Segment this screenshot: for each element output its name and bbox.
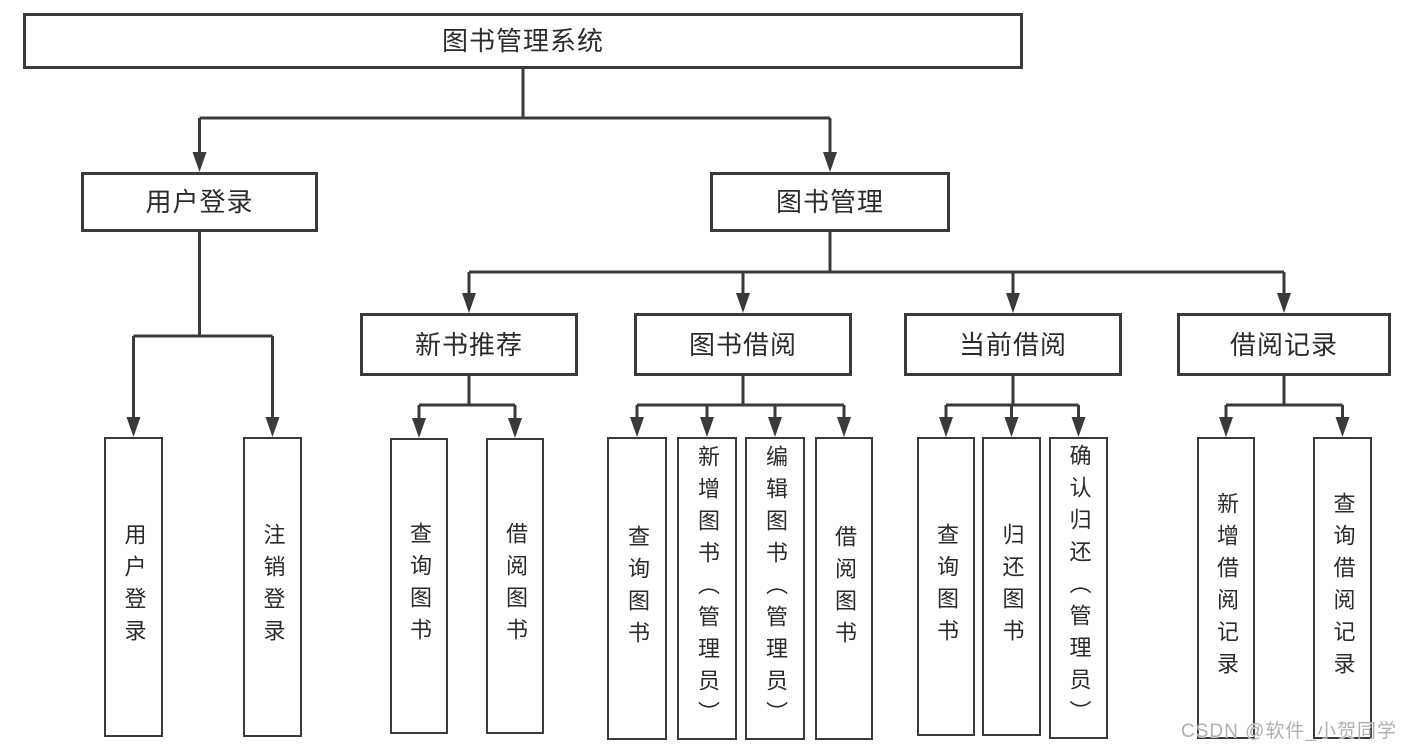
leaf-user-login: 用户登录 bbox=[104, 437, 163, 737]
leaf-edit-books-admin-label: 编辑图书（管理员） bbox=[763, 444, 788, 733]
leaf-logout: 注销登录 bbox=[243, 437, 302, 737]
arrowheads bbox=[126, 152, 1350, 438]
leaf-add-borrow-record: 新增借阅记录 bbox=[1197, 437, 1255, 739]
leaf-query-books-newrec: 查询图书 bbox=[390, 438, 448, 734]
leaf-return-books-label: 归还图书 bbox=[999, 522, 1025, 651]
leaf-borrow-books-borrow-label: 借阅图书 bbox=[832, 524, 857, 653]
leaf-query-borrow-record: 查询借阅记录 bbox=[1313, 437, 1372, 739]
leaf-add-books-admin: 新增图书（管理员） bbox=[677, 437, 737, 740]
leaf-query-books-current: 查询图书 bbox=[917, 437, 975, 736]
leaf-return-books: 归还图书 bbox=[982, 437, 1041, 736]
node-new-book-rec: 新书推荐 bbox=[360, 313, 578, 376]
leaf-confirm-return-admin: 确认归还（管理员） bbox=[1049, 437, 1108, 739]
node-user-login: 用户登录 bbox=[81, 172, 318, 232]
leaf-edit-books-admin: 编辑图书（管理员） bbox=[745, 437, 805, 740]
leaf-logout-label: 注销登录 bbox=[260, 523, 286, 651]
leaf-user-login-label: 用户登录 bbox=[121, 523, 147, 651]
node-root: 图书管理系统 bbox=[23, 13, 1023, 69]
leaf-query-books-borrow-label: 查询图书 bbox=[625, 524, 650, 653]
leaf-add-borrow-record-label: 新增借阅记录 bbox=[1214, 492, 1239, 684]
leaf-borrow-books-newrec-label: 借阅图书 bbox=[503, 522, 528, 650]
node-current-borrow: 当前借阅 bbox=[904, 313, 1122, 376]
node-book-mgmt: 图书管理 bbox=[710, 172, 950, 232]
leaf-query-books-newrec-label: 查询图书 bbox=[407, 522, 432, 650]
connector-paths bbox=[132, 69, 1344, 423]
leaf-confirm-return-admin-label: 确认归还（管理员） bbox=[1066, 444, 1092, 732]
leaf-query-borrow-record-label: 查询借阅记录 bbox=[1330, 492, 1356, 684]
watermark: CSDN @软件_小贺同学 bbox=[1181, 721, 1397, 742]
node-book-borrow: 图书借阅 bbox=[634, 313, 852, 376]
leaf-query-books-borrow: 查询图书 bbox=[607, 437, 667, 740]
node-borrow-records: 借阅记录 bbox=[1177, 313, 1391, 376]
leaf-query-books-current-label: 查询图书 bbox=[934, 522, 959, 651]
leaf-borrow-books-newrec: 借阅图书 bbox=[486, 438, 544, 734]
leaf-add-books-admin-label: 新增图书（管理员） bbox=[695, 444, 720, 733]
leaf-borrow-books-borrow: 借阅图书 bbox=[815, 437, 873, 740]
